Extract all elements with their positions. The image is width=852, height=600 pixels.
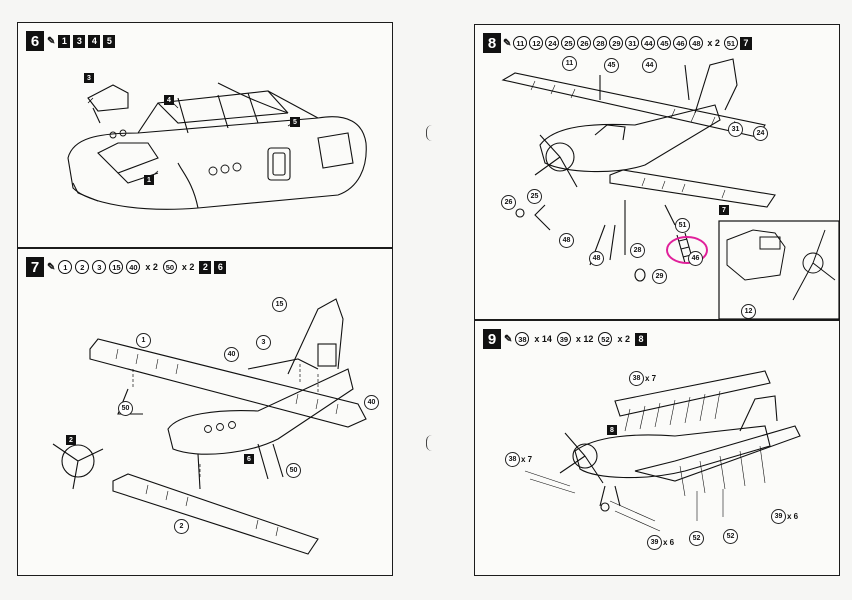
- quantity-label: x 6: [787, 512, 799, 521]
- part-circle: 29: [609, 36, 624, 50]
- part-circle: 48: [689, 36, 704, 50]
- part-circle: 2: [75, 260, 90, 274]
- part-circle: 3: [92, 260, 107, 274]
- quantity-label: x 2: [145, 262, 158, 272]
- part-callout-44: 44: [642, 58, 657, 73]
- step-number: 7: [26, 257, 44, 277]
- quantity-label: x 12: [575, 334, 594, 344]
- biplane-detail-drawing: [501, 58, 840, 320]
- quantity-label: x 2: [707, 38, 720, 48]
- step-6-header: 6 ✎ 1 3 4 5: [26, 31, 116, 51]
- part-callout-29: 29: [652, 269, 667, 284]
- glue-icon: ✎: [47, 261, 56, 273]
- quantity-label: x 7: [645, 374, 657, 383]
- part-callout-31: 31: [728, 122, 743, 137]
- part-block: 8: [634, 332, 647, 346]
- part-block: 5: [103, 34, 116, 48]
- step-number: 9: [483, 329, 501, 349]
- part-block: 3: [73, 34, 86, 48]
- part-callout-3: 3: [84, 73, 94, 83]
- part-circle: 46: [673, 36, 688, 50]
- part-callout-11: 11: [562, 56, 577, 71]
- part-block: 1: [58, 34, 71, 48]
- part-callout-28: 28: [630, 243, 645, 258]
- part-circle: 52: [598, 332, 613, 346]
- part-callout-2: 2: [174, 519, 189, 534]
- step-9-panel: 9 ✎ 38 x 14 39 x 12 52 x 2 8: [474, 320, 840, 576]
- part-callout-8: 8: [607, 425, 617, 435]
- part-callout-52: 52: [689, 531, 704, 546]
- binding-mark: [426, 125, 433, 141]
- part-callout-39: 39: [771, 509, 786, 524]
- part-circle: 45: [657, 36, 672, 50]
- biplane-rigging-drawing: [524, 370, 801, 532]
- part-block: 2: [199, 260, 212, 274]
- part-circle: 24: [545, 36, 560, 50]
- quantity-label: x 2: [181, 262, 195, 272]
- quantity-label: x 7: [521, 455, 533, 464]
- part-circle: 28: [593, 36, 608, 50]
- part-callout-39: 39: [647, 535, 662, 550]
- step-8-header: 8 ✎ 11 12 24 25 26 28 29 31 44 45 46 48 …: [483, 33, 752, 53]
- part-circle: 15: [109, 260, 124, 274]
- part-callout-52: 52: [723, 529, 738, 544]
- part-circle: 11: [513, 36, 528, 50]
- step-8-panel: 8 ✎ 11 12 24 25 26 28 29 31 44 45 46 48 …: [474, 24, 840, 320]
- part-circle: 38: [515, 332, 530, 346]
- part-callout-6: 6: [244, 454, 254, 464]
- quantity-label: x 2: [617, 334, 630, 344]
- part-callout-51: 51: [675, 218, 690, 233]
- biplane-assembly-drawing: [52, 298, 367, 555]
- part-callout-48: 48: [589, 251, 604, 266]
- part-callout-38: 38: [629, 371, 644, 386]
- part-circle: 25: [561, 36, 576, 50]
- part-callout-50: 50: [286, 463, 301, 478]
- part-callout-50: 50: [118, 401, 133, 416]
- part-callout-46: 46: [688, 251, 703, 266]
- part-callout-3: 3: [256, 335, 271, 350]
- part-circle: 31: [625, 36, 640, 50]
- step-7-panel: 7 ✎ 1 2 3 15 40 x 2 50 x 2 2 6: [17, 248, 393, 576]
- part-callout-4: 4: [164, 95, 174, 105]
- quantity-label: x 6: [663, 538, 675, 547]
- part-callout-2: 2: [66, 435, 76, 445]
- part-circle: 39: [556, 332, 571, 346]
- part-callout-45: 45: [604, 58, 619, 73]
- part-block: 6: [214, 260, 227, 274]
- part-callout-15: 15: [272, 297, 287, 312]
- part-callout-5: 5: [290, 117, 300, 127]
- part-circle: 51: [723, 36, 738, 50]
- step-number: 8: [483, 33, 501, 53]
- part-callout-1: 1: [144, 175, 154, 185]
- part-block: 4: [88, 34, 101, 48]
- part-circle: 44: [641, 36, 656, 50]
- step-6-panel: 6 ✎ 1 3 4 5: [17, 22, 393, 248]
- part-callout-1: 1: [136, 333, 151, 348]
- fuselage-drawing: [67, 82, 367, 210]
- part-callout-7: 7: [719, 205, 729, 215]
- part-circle: 40: [126, 260, 141, 274]
- part-callout-12: 12: [741, 304, 756, 319]
- part-circle: 26: [577, 36, 592, 50]
- glue-icon: ✎: [47, 35, 56, 47]
- part-circle: 50: [162, 260, 177, 274]
- part-callout-26: 26: [501, 195, 516, 210]
- part-callout-25: 25: [527, 189, 542, 204]
- part-callout-40: 40: [224, 347, 239, 362]
- part-callout-48: 48: [559, 233, 574, 248]
- glue-icon: ✎: [504, 333, 513, 345]
- part-block: 7: [739, 36, 752, 50]
- part-circle: 1: [58, 260, 73, 274]
- step-9-header: 9 ✎ 38 x 14 39 x 12 52 x 2 8: [483, 329, 647, 349]
- binding-mark: [426, 435, 433, 451]
- glue-icon: ✎: [503, 37, 512, 49]
- part-callout-40: 40: [364, 395, 379, 410]
- part-callout-38: 38: [505, 452, 520, 467]
- step-7-header: 7 ✎ 1 2 3 15 40 x 2 50 x 2 2 6: [26, 257, 227, 277]
- quantity-label: x 14: [534, 334, 552, 344]
- part-circle: 12: [529, 36, 544, 50]
- part-callout-24: 24: [753, 126, 768, 141]
- step-number: 6: [26, 31, 44, 51]
